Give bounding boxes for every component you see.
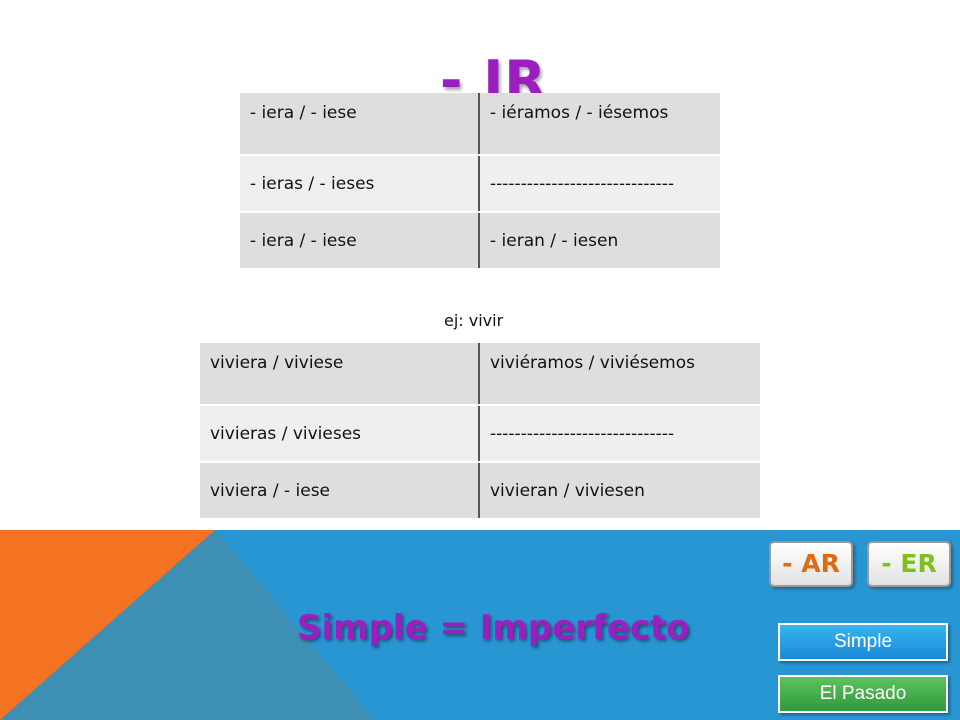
table-row: - iera / - iese - iéramos / - iésemos: [240, 93, 720, 156]
er-button[interactable]: - ER: [867, 541, 951, 587]
table-cell: - ieras / - ieses: [240, 155, 480, 213]
vivir-conjugation-table: viviera / viviese viviéramos / viviésemo…: [200, 343, 760, 520]
table-cell: viviera / - iese: [200, 462, 480, 520]
ir-endings-table: - iera / - iese - iéramos / - iésemos - …: [240, 93, 720, 270]
table-row: vivieras / vivieses --------------------…: [200, 405, 760, 463]
table-cell: ------------------------------: [479, 405, 760, 463]
table-cell: - iera / - iese: [240, 212, 480, 270]
table-cell: - iera / - iese: [240, 93, 480, 156]
simple-button[interactable]: Simple: [778, 623, 948, 661]
table-cell: viviéramos / viviésemos: [479, 343, 760, 406]
table-cell: viviera / viviese: [200, 343, 480, 406]
slogan-text: Simple = Imperfecto: [297, 608, 690, 648]
table-row: - iera / - iese - ieran / - iesen: [240, 212, 720, 270]
table-cell: ------------------------------: [479, 155, 720, 213]
el-pasado-button[interactable]: El Pasado: [778, 675, 948, 713]
example-label: ej: vivir: [444, 311, 504, 330]
table-row: viviera / viviese viviéramos / viviésemo…: [200, 343, 760, 406]
table-cell: vivieras / vivieses: [200, 405, 480, 463]
table-row: viviera / - iese vivieran / viviesen: [200, 462, 760, 520]
table-cell: vivieran / viviesen: [479, 462, 760, 520]
table-row: - ieras / - ieses ----------------------…: [240, 155, 720, 213]
table-cell: - ieran / - iesen: [479, 212, 720, 270]
table-cell: - iéramos / - iésemos: [479, 93, 720, 156]
ar-button[interactable]: - AR: [769, 541, 853, 587]
